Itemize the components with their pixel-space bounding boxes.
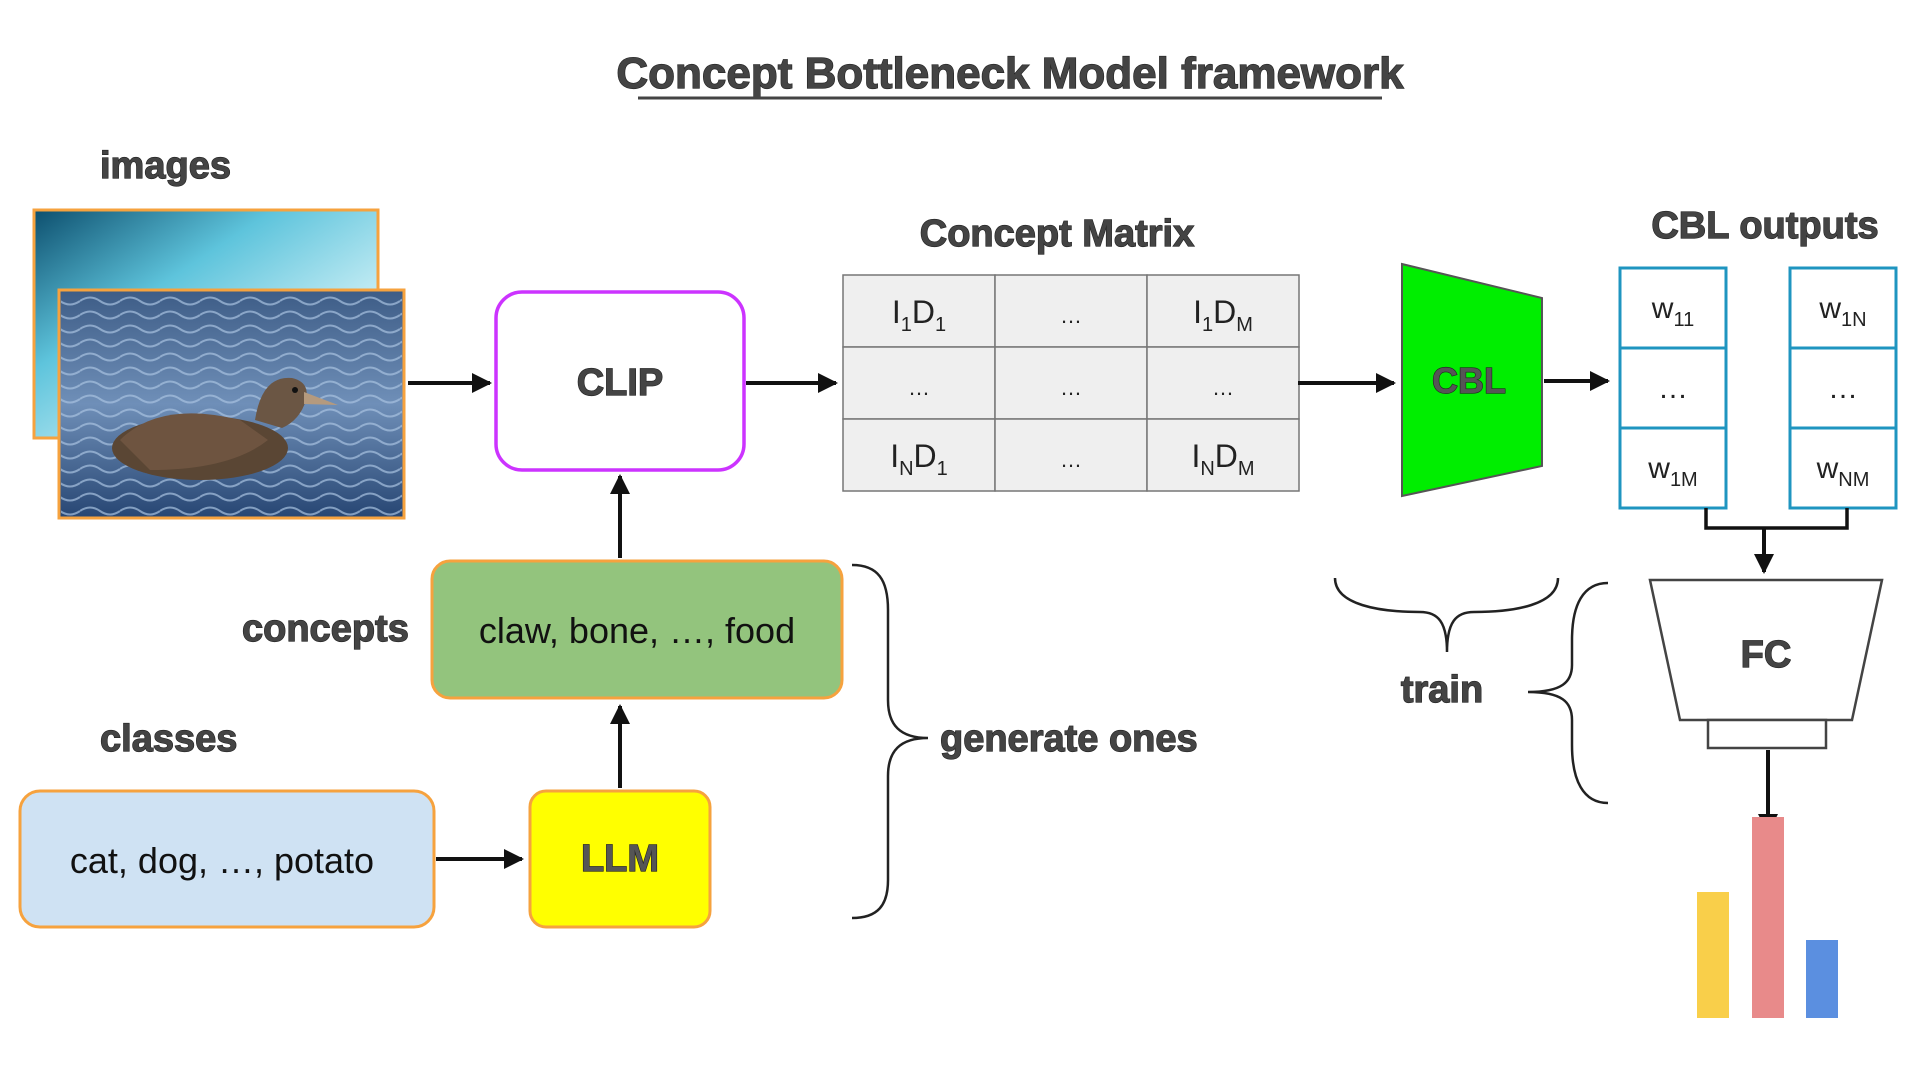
cbl-output-cell: [1618, 266, 1728, 350]
cbl-output-cell-text: …: [1658, 372, 1688, 405]
diagram-title: Concept Bottleneck Model framework: [616, 49, 1404, 98]
output-bar: [1752, 817, 1784, 1018]
concepts-node: claw, bone, …, food: [430, 559, 844, 700]
cbl-output-cell-text: wNM: [1816, 452, 1870, 491]
matrix-cell: [842, 418, 996, 492]
classes-box-text: cat, dog, …, potato: [70, 840, 374, 881]
matrix-cell-text: …: [908, 375, 930, 400]
cbl-label: CBL: [1432, 360, 1506, 401]
images-label: images: [100, 145, 231, 187]
train-label: train: [1401, 669, 1483, 711]
matrix-cell-text: …: [1060, 303, 1082, 328]
fc-label: FC: [1741, 634, 1792, 676]
matrix-cell: [994, 418, 1148, 492]
outputs-to-fc-connector: [1704, 508, 1849, 574]
clip-node: CLIP: [494, 290, 746, 472]
cbl-output-cell-text: w1M: [1647, 452, 1697, 491]
matrix-cell-text: IND1: [890, 438, 948, 480]
matrix-cell-text: INDM: [1191, 438, 1254, 480]
image-thumbnail-bird: [57, 288, 406, 520]
cbl-output-cell: [1618, 346, 1728, 430]
matrix-cell: [994, 346, 1148, 420]
matrix-cell-text: …: [1212, 375, 1234, 400]
matrix-cell-text: I1D1: [892, 294, 946, 336]
cbl-output-cell-text: w11: [1651, 292, 1694, 331]
concept-matrix-label: Concept Matrix: [920, 213, 1194, 255]
output-bar: [1697, 892, 1729, 1018]
cbl-node: CBL: [1401, 262, 1543, 498]
cbl-outputs: w11 … w1M w1N … wNM: [1618, 266, 1898, 510]
classes-node: cat, dog, …, potato: [18, 789, 436, 929]
cbl-output-cell: [1788, 426, 1898, 510]
bird-icon: [112, 377, 338, 480]
generate-brace: [851, 563, 929, 920]
classes-label: classes: [100, 718, 237, 760]
concept-matrix: I1D1 … I1DM … … … IND1 … INDM: [842, 274, 1300, 492]
llm-label: LLM: [581, 838, 659, 880]
clip-label: CLIP: [577, 362, 664, 404]
output-bar: [1806, 940, 1838, 1018]
cbl-output-cell: [1788, 266, 1898, 350]
matrix-cell-text: I1DM: [1193, 294, 1253, 336]
matrix-cell: [842, 274, 996, 348]
matrix-cell-text: …: [1060, 447, 1082, 472]
cbl-output-cell-text: …: [1828, 372, 1858, 405]
matrix-cell: [1146, 418, 1300, 492]
fc-node: FC: [1648, 578, 1884, 750]
cbl-output-cell-text: w1N: [1818, 292, 1866, 331]
train-brace-horizontal: [1333, 577, 1560, 653]
output-bar-chart: [1697, 817, 1838, 1018]
matrix-cell: [1146, 346, 1300, 420]
cbl-output-cell: [1788, 346, 1898, 430]
concepts-label: concepts: [242, 608, 409, 650]
train-brace-vertical: [1527, 581, 1609, 805]
generate-ones-label: generate ones: [940, 718, 1198, 760]
llm-node: LLM: [528, 789, 712, 929]
concepts-box-text: claw, bone, …, food: [479, 610, 795, 651]
cbl-output-cell: [1618, 426, 1728, 510]
matrix-cell: [1146, 274, 1300, 348]
matrix-cell-text: …: [1060, 375, 1082, 400]
matrix-cell: [994, 274, 1148, 348]
cbl-outputs-label: CBL outputs: [1651, 205, 1878, 247]
